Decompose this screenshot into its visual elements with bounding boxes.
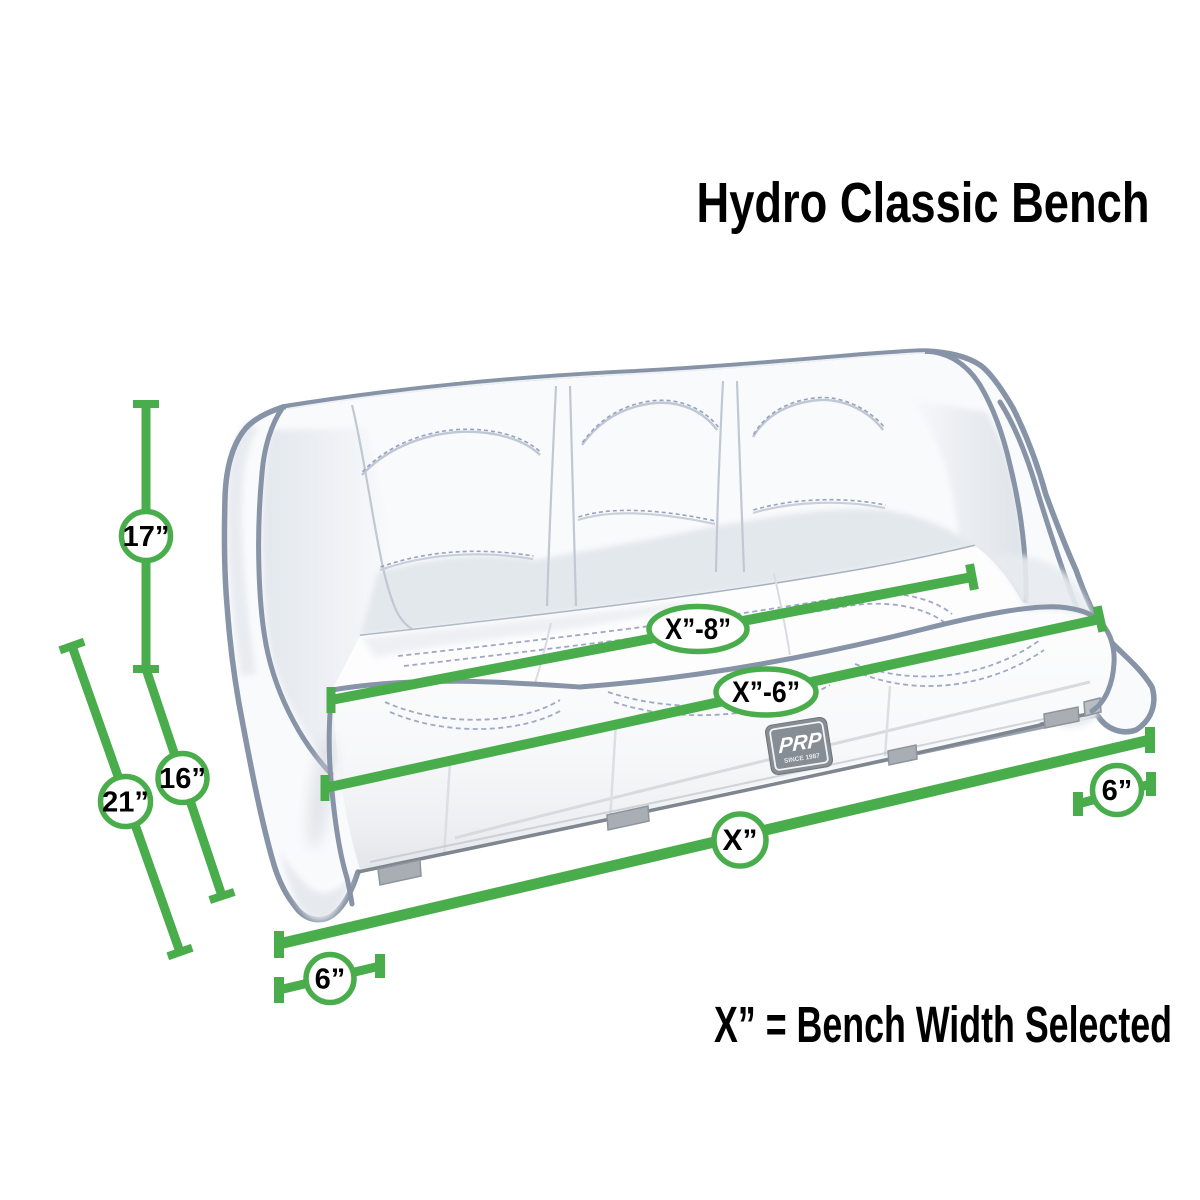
svg-text:X”-6”: X”-6” [732, 676, 800, 709]
svg-text:X” = Bench Width Selected: X” = Bench Width Selected [714, 996, 1172, 1053]
svg-text:X”: X” [722, 824, 757, 857]
svg-text:17”: 17” [123, 521, 170, 553]
svg-text:16”: 16” [159, 763, 206, 795]
svg-text:21”: 21” [102, 787, 149, 819]
svg-text:Hydro Classic Bench: Hydro Classic Bench [697, 171, 1150, 235]
svg-text:X”-8”: X”-8” [665, 613, 731, 646]
svg-text:6”: 6” [315, 964, 346, 996]
svg-text:6”: 6” [1102, 775, 1133, 807]
